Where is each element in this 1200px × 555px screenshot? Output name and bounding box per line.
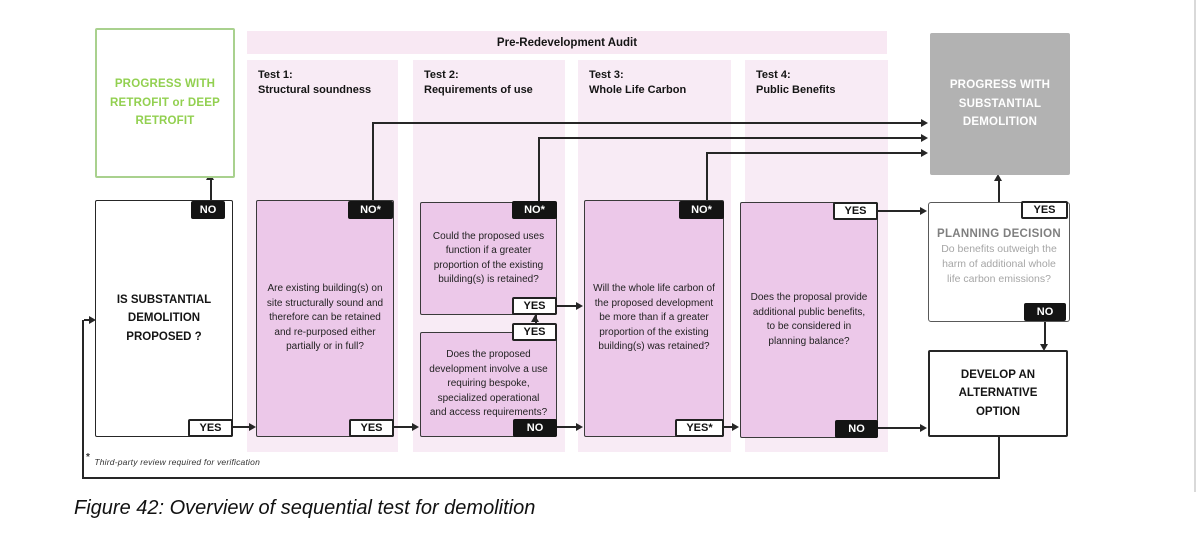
figure-caption: Figure 42: Overview of sequential test f…	[74, 497, 536, 519]
arrowhead-test1-into-demolition	[921, 119, 928, 127]
develop-alternative-box: DEVELOP AN ALTERNATIVE OPTION	[928, 350, 1068, 437]
test2-lower-yes-tag: YES	[512, 323, 557, 341]
test3-subtitle: Whole Life Carbon	[589, 83, 687, 96]
connector-test2-no-right	[538, 137, 922, 139]
develop-label: DEVELOP AN ALTERNATIVE OPTION	[958, 368, 1038, 418]
column-title-test1: Test 1: Structural soundness	[258, 68, 371, 98]
connector-develop-down	[998, 437, 1000, 477]
arrowhead-planning-into-demolition	[994, 174, 1002, 181]
test2-upper-no-tag: NO*	[512, 201, 557, 219]
test1-yes-tag: YES	[349, 419, 394, 437]
footnote-text: Third-party review required for verifica…	[94, 457, 260, 467]
audit-title: Pre-Redevelopment Audit	[496, 36, 638, 49]
arrowhead-planning-into-develop	[1040, 344, 1048, 351]
test4-yes-tag: YES	[833, 202, 878, 220]
test4-question: Does the proposal provide additional pub…	[750, 292, 868, 347]
connector-feedback-right	[84, 319, 90, 321]
demolition-label: PROGRESS WITH SUBSTANTIAL DEMOLITION	[949, 79, 1051, 129]
arrowhead-into-test2-lower	[412, 423, 419, 431]
column-title-test3: Test 3: Whole Life Carbon	[589, 68, 686, 98]
test1-question-box: Are existing building(s) on site structu…	[256, 200, 394, 437]
connector-test4-yes-right	[878, 210, 921, 212]
arrowhead-test3-into-demolition	[921, 149, 928, 157]
column-title-test2: Test 2: Requirements of use	[424, 68, 533, 98]
test2-upper-yes-tag: YES	[512, 297, 557, 315]
test2-lower-no-tag: NO	[513, 419, 557, 437]
test2-upper-question: Could the proposed uses function if a gr…	[432, 230, 545, 286]
connector-test2-upper-yes-right	[557, 305, 577, 307]
test3-title: Test 3:	[589, 69, 624, 81]
test4-title: Test 4:	[756, 69, 791, 81]
test4-subtitle: Public Benefits	[756, 83, 836, 96]
connector-test2-lower-no-right	[557, 426, 577, 428]
planning-no-tag: NO	[1024, 303, 1066, 321]
connector-start-no-up	[210, 179, 212, 201]
test2-subtitle: Requirements of use	[424, 83, 533, 96]
start-question-box: IS SUBSTANTIAL DEMOLITION PROPOSED ?	[95, 200, 233, 437]
connector-test3-no-up	[706, 152, 708, 202]
arrowhead-into-test1	[249, 423, 256, 431]
audit-header-strip: Pre-Redevelopment Audit	[247, 31, 887, 54]
arrowhead-into-planning	[920, 207, 927, 215]
planning-yes-tag: YES	[1021, 201, 1068, 219]
connector-test4-no-right	[878, 427, 921, 429]
test1-subtitle: Structural soundness	[258, 83, 372, 96]
test1-no-tag: NO*	[348, 201, 393, 219]
arrowhead-into-test4	[732, 423, 739, 431]
retrofit-label: PROGRESS WITH RETROFIT or DEEP RETROFIT	[110, 78, 220, 128]
test3-yes-tag: YES*	[675, 419, 724, 437]
connector-test2-no-up	[538, 137, 540, 202]
test2-title: Test 2:	[424, 69, 459, 81]
test2-upper-question-box: Could the proposed uses function if a gr…	[420, 202, 557, 315]
arrowhead-into-test2-upper	[531, 315, 539, 322]
test3-question-box: Will the whole life carbon of the propos…	[584, 200, 724, 437]
page-edge-line	[1194, 0, 1196, 492]
test1-question: Are existing building(s) on site structu…	[266, 283, 384, 353]
demolition-outcome-box: PROGRESS WITH SUBSTANTIAL DEMOLITION	[930, 33, 1070, 175]
arrowhead-feedback-into-start	[89, 316, 96, 324]
arrowhead-test2-yes-into-test3	[576, 302, 583, 310]
arrowhead-test2-into-demolition	[921, 134, 928, 142]
connector-test3-yes-right	[724, 426, 734, 428]
retrofit-outcome-box: PROGRESS WITH RETROFIT or DEEP RETROFIT	[95, 28, 235, 178]
arrowhead-test4-into-develop	[920, 424, 927, 432]
connector-test1-yes-right	[394, 426, 413, 428]
connector-test1-no-right	[372, 122, 922, 124]
test4-no-tag: NO	[835, 420, 878, 438]
connector-planning-yes-up	[998, 180, 1000, 202]
footnote-asterisk: *	[86, 452, 90, 463]
connector-test1-no-up	[372, 122, 374, 202]
test3-question: Will the whole life carbon of the propos…	[593, 283, 715, 353]
start-question: IS SUBSTANTIAL DEMOLITION PROPOSED ?	[116, 293, 212, 343]
connector-planning-no-down	[1044, 321, 1046, 345]
planning-title: PLANNING DECISION	[937, 228, 1061, 240]
connector-test3-no-right	[706, 152, 922, 154]
start-no-tag: NO	[191, 201, 225, 219]
test4-question-box: Does the proposal provide additional pub…	[740, 202, 878, 438]
connector-feedback-up	[82, 320, 84, 479]
planning-decision-box: PLANNING DECISION Do benefits outweigh t…	[928, 202, 1070, 322]
start-yes-tag: YES	[188, 419, 233, 437]
connector-start-yes-right	[233, 426, 250, 428]
footnote: * Third-party review required for verifi…	[86, 452, 260, 470]
test2-lower-question: Does the proposed development involve a …	[429, 349, 548, 419]
column-title-test4: Test 4: Public Benefits	[756, 68, 835, 98]
arrowhead-test2-no-into-test3	[576, 423, 583, 431]
test3-no-tag: NO*	[679, 201, 724, 219]
planning-question: Do benefits outweigh the harm of additio…	[941, 243, 1057, 286]
test1-title: Test 1:	[258, 69, 293, 81]
connector-feedback-bottom	[82, 477, 1000, 479]
